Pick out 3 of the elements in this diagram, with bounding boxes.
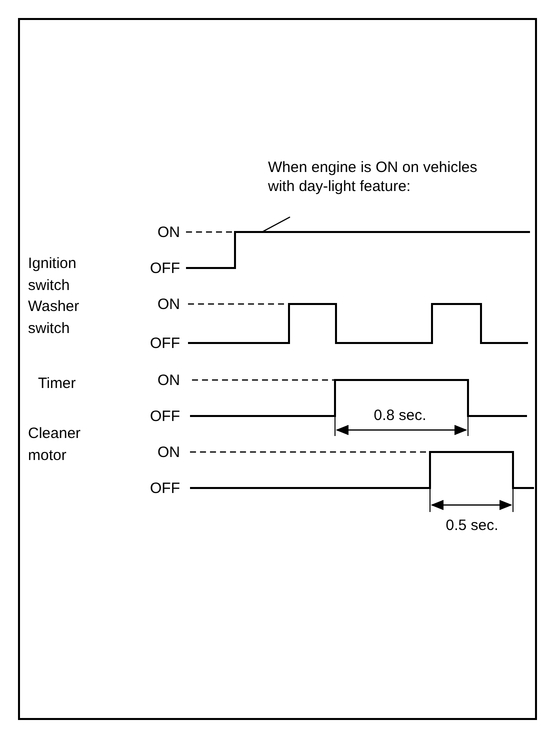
timing-waveform [186,231,530,269]
leader-line [262,216,290,233]
note-text: When engine is ON on vehicles with day-light feature: [268,158,478,196]
